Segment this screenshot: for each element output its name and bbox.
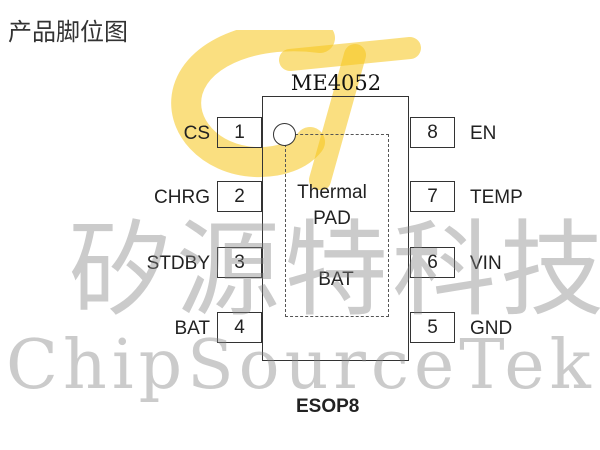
thermal-pad-outline — [285, 134, 389, 317]
package-label: ESOP8 — [296, 396, 360, 417]
thermal-pad-net-label: BAT — [318, 269, 354, 290]
pin-name-chrg: CHRG — [154, 187, 210, 208]
pin-box-8: 8 — [410, 117, 455, 148]
watermark-chinese-text: 矽源特科技 — [68, 209, 600, 331]
pin-box-3: 3 — [217, 247, 262, 278]
chip-body — [262, 96, 409, 361]
pin-box-7: 7 — [410, 181, 455, 212]
pin-box-6: 6 — [410, 247, 455, 278]
watermark-english-text: ChipSourceTek — [6, 326, 596, 405]
pin-name-gnd: GND — [470, 318, 513, 339]
pin-name-cs: CS — [183, 123, 210, 144]
thermal-pad-label-line2: PAD — [313, 208, 351, 229]
page-title: 产品脚位图 — [8, 18, 128, 46]
watermark-logo — [171, 30, 421, 190]
pin-name-vin: VIN — [470, 253, 502, 274]
pin-box-2: 2 — [217, 181, 262, 212]
pin-box-1: 1 — [217, 117, 262, 148]
pin-name-en: EN — [470, 123, 497, 144]
chip-part-number: ME4052 — [290, 71, 382, 95]
pin-box-4: 4 — [217, 312, 262, 343]
pin1-marker-icon — [273, 123, 296, 146]
pin-name-temp: TEMP — [470, 187, 523, 208]
thermal-pad-label-line1: Thermal — [297, 182, 367, 203]
pin-box-5: 5 — [410, 312, 455, 343]
pin-name-bat: BAT — [174, 318, 210, 339]
pin-name-stdby: STDBY — [146, 253, 210, 274]
